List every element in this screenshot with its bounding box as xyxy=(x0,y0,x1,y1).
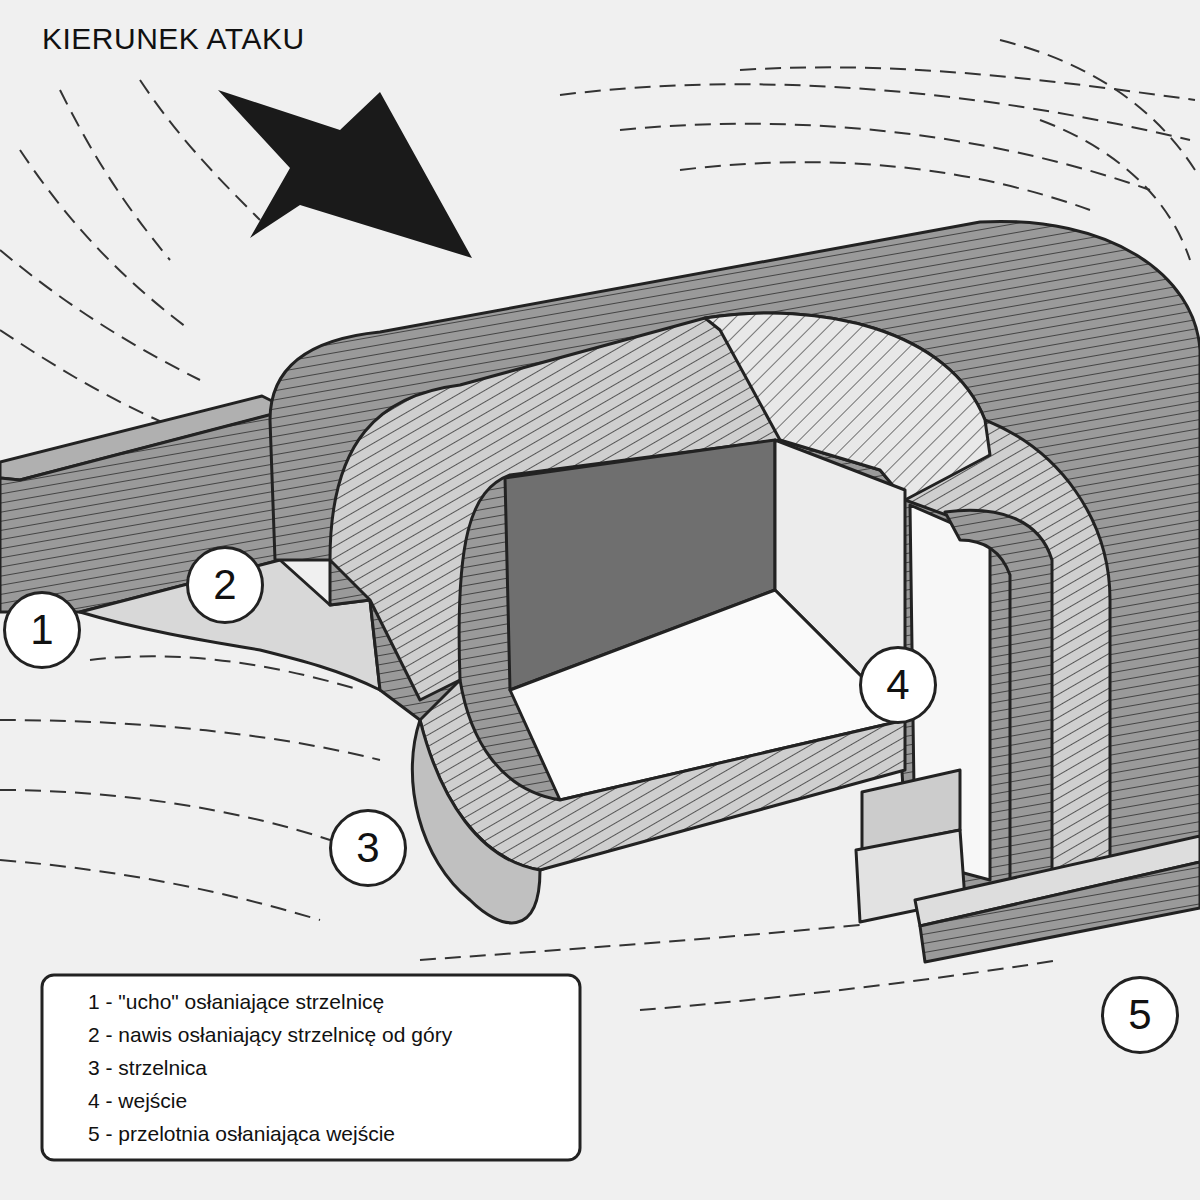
ground-cut-lower xyxy=(412,720,540,923)
callout-circle: 3 xyxy=(329,809,407,887)
legend-entry: 3 - strzelnica xyxy=(88,1056,207,1080)
callout-number: 5 xyxy=(1128,994,1151,1036)
callout-circle: 1 xyxy=(3,591,81,669)
callout-number: 3 xyxy=(356,827,379,869)
callout-circle: 2 xyxy=(186,546,264,624)
callout-circle: 5 xyxy=(1101,976,1179,1054)
traverse-wall xyxy=(920,862,1200,962)
legend-entry: 1 - "ucho" osłaniające strzelnicę xyxy=(88,990,384,1014)
callout-number: 1 xyxy=(30,609,53,651)
legend-entry: 4 - wejście xyxy=(88,1089,187,1113)
floor-slab xyxy=(420,680,905,870)
legend-entry: 2 - nawis osłaniający strzelnicę od góry xyxy=(88,1023,452,1047)
legend-box xyxy=(42,975,580,1160)
bunker-shell xyxy=(270,221,1200,900)
callout-number: 2 xyxy=(213,564,236,606)
callout-number: 4 xyxy=(886,664,909,706)
terrain-lines xyxy=(0,40,1195,1010)
attack-arrow xyxy=(218,90,472,258)
title: KIERUNEK ATAKU xyxy=(42,22,305,56)
callout-circle: 4 xyxy=(859,646,937,724)
legend-entry: 5 - przelotnia osłaniająca wejście xyxy=(88,1122,395,1146)
